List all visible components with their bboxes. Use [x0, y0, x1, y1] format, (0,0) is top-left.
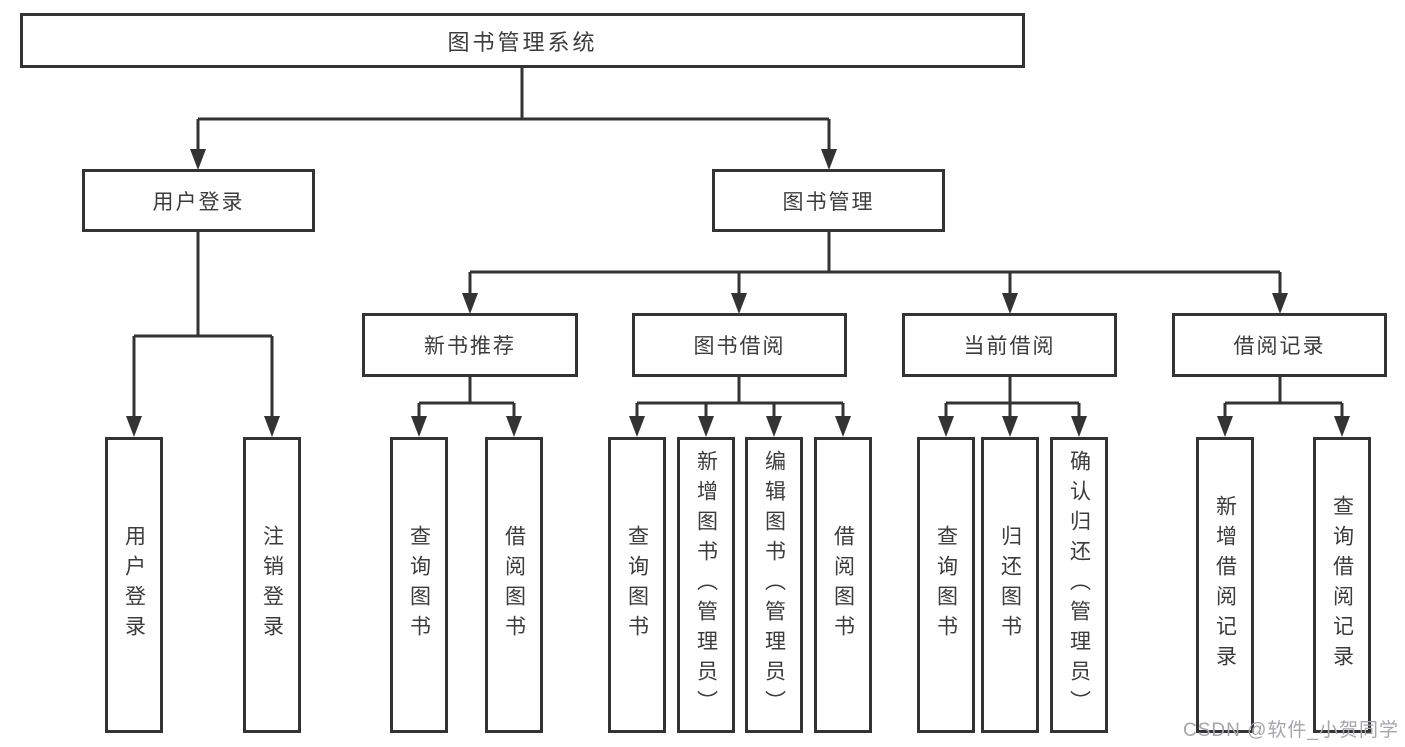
leaf-label: 新增图书（管理员）	[694, 450, 718, 720]
leaf-confirm-return-admin: 确认归还（管理员）	[1050, 437, 1108, 733]
node-current-borrow: 当前借阅	[902, 313, 1117, 377]
node-root: 图书管理系统	[20, 13, 1025, 68]
leaf-label: 确认归还（管理员）	[1067, 450, 1091, 720]
leaf-query-book-2: 查询图书	[608, 437, 666, 733]
leaf-logout: 注销登录	[243, 437, 301, 733]
leaf-query-borrow-record: 查询借阅记录	[1313, 437, 1371, 733]
leaf-query-book-1: 查询图书	[390, 437, 448, 733]
leaf-label: 归还图书	[998, 525, 1022, 645]
leaf-add-borrow-record: 新增借阅记录	[1196, 437, 1254, 733]
leaf-label: 查询图书	[625, 525, 649, 645]
leaf-edit-book-admin: 编辑图书（管理员）	[745, 437, 803, 733]
leaf-label: 查询图书	[934, 525, 958, 645]
leaf-label: 借阅图书	[502, 525, 526, 645]
leaf-label: 注销登录	[260, 525, 284, 645]
leaf-add-book-admin: 新增图书（管理员）	[677, 437, 735, 733]
leaf-label: 新增借阅记录	[1213, 495, 1237, 675]
leaf-return-book: 归还图书	[981, 437, 1039, 733]
leaf-borrow-book-2: 借阅图书	[814, 437, 872, 733]
leaf-query-book-3: 查询图书	[917, 437, 975, 733]
leaf-label: 用户登录	[122, 525, 146, 645]
node-book-borrow: 图书借阅	[632, 313, 847, 377]
node-user-login: 用户登录	[82, 169, 315, 232]
leaf-user-login: 用户登录	[105, 437, 163, 733]
csdn-watermark: CSDN @软件_小贺同学	[1183, 720, 1399, 741]
node-book-management: 图书管理	[712, 169, 945, 232]
arrowheads	[126, 149, 1350, 437]
leaf-label: 编辑图书（管理员）	[762, 450, 786, 720]
leaf-label: 查询图书	[407, 525, 431, 645]
leaf-label: 查询借阅记录	[1330, 495, 1354, 675]
leaf-label: 借阅图书	[831, 525, 855, 645]
leaf-borrow-book-1: 借阅图书	[485, 437, 543, 733]
node-new-book-recommend: 新书推荐	[362, 313, 578, 377]
node-borrow-record: 借阅记录	[1172, 313, 1387, 377]
